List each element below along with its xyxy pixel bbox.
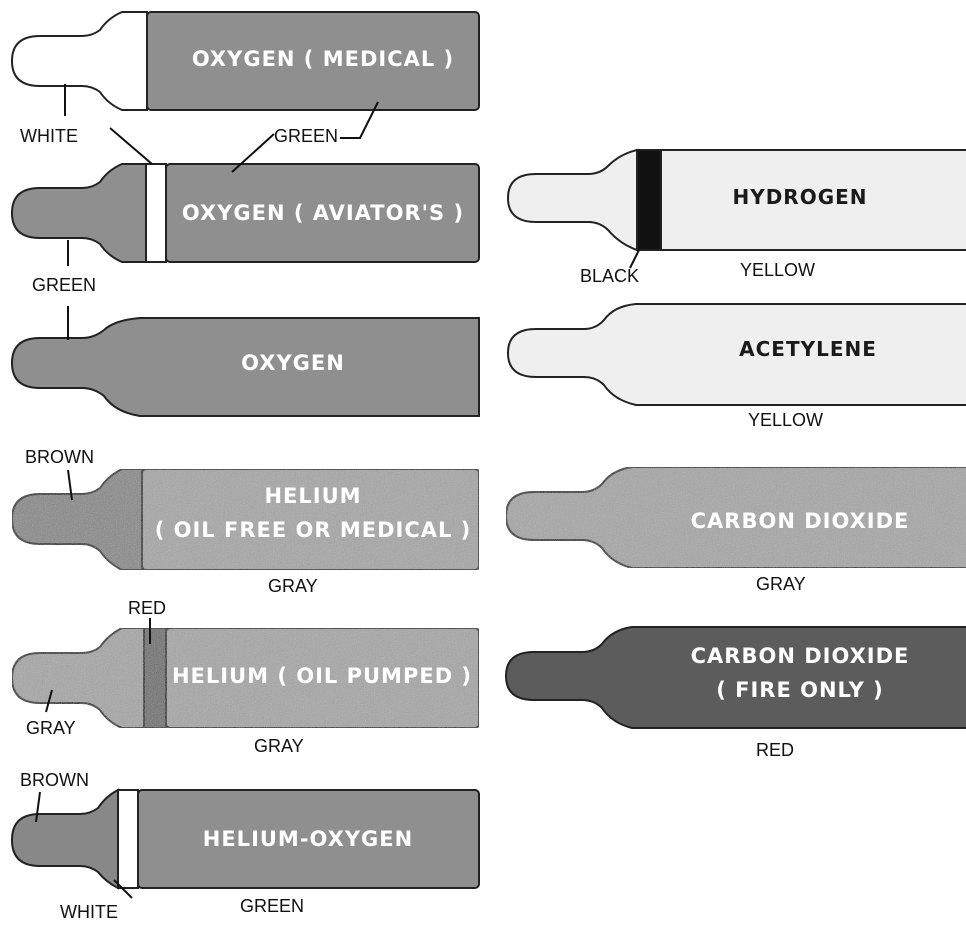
cylinder-body-green bbox=[165, 163, 480, 263]
cylinder-body-yellow bbox=[660, 149, 966, 251]
callout-gray: GRAY bbox=[254, 736, 304, 756]
cylinder-label: OXYGEN ( MEDICAL ) bbox=[192, 47, 454, 71]
leader-line bbox=[35, 791, 41, 823]
leader-line bbox=[67, 469, 73, 501]
cylinder-neck-white bbox=[10, 11, 148, 111]
cylinder-band-white bbox=[117, 789, 139, 889]
cylinder-label: ACETYLENE bbox=[739, 337, 877, 361]
cylinder-label-line1: CARBON DIOXIDE bbox=[691, 644, 910, 668]
callout-green: GREEN bbox=[240, 896, 304, 916]
cylinder-body-red bbox=[504, 626, 966, 729]
leader-line bbox=[629, 247, 641, 269]
cylinder-label: OXYGEN ( AVIATOR'S ) bbox=[182, 201, 464, 225]
cylinder-carbon-dioxide bbox=[504, 466, 966, 569]
cylinder-band-black bbox=[636, 149, 662, 251]
cylinder-helium-medical bbox=[10, 468, 480, 571]
cylinder-label: HELIUM-OXYGEN bbox=[203, 827, 413, 851]
cylinder-acetylene: ACETYLENE bbox=[506, 303, 966, 406]
cylinder-body-gray bbox=[504, 466, 966, 569]
cylinder-body-gray bbox=[141, 468, 480, 571]
cylinder-body-green bbox=[146, 11, 480, 111]
callout-brown: BROWN bbox=[25, 447, 94, 467]
cylinder-band-red bbox=[143, 627, 167, 729]
callout-red: RED bbox=[128, 598, 166, 618]
callout-white: WHITE bbox=[20, 126, 78, 146]
callout-gray: GRAY bbox=[268, 576, 318, 596]
callout-yellow: YELLOW bbox=[748, 410, 823, 430]
cylinder-label-line2: ( FIRE ONLY ) bbox=[716, 678, 884, 702]
cylinder-label: CARBON DIOXIDE bbox=[691, 509, 910, 533]
cylinder-body-green bbox=[137, 789, 480, 889]
leader-line bbox=[231, 133, 275, 173]
callout-green: GREEN bbox=[32, 275, 96, 295]
cylinder-neck-green bbox=[10, 163, 147, 263]
cylinder-helium-oxygen: HELIUM-OXYGEN bbox=[10, 788, 480, 890]
cylinder-hydrogen: HYDROGEN bbox=[506, 148, 966, 252]
cylinder-label: OXYGEN bbox=[241, 351, 345, 375]
cylinder-oxygen-medical: OXYGEN ( MEDICAL ) bbox=[10, 11, 480, 111]
cylinder-body-green bbox=[10, 317, 480, 417]
cylinder-label-line2: ( OIL FREE OR MEDICAL ) bbox=[155, 518, 472, 542]
cylinder-oxygen-aviators: OXYGEN ( AVIATOR'S ) bbox=[10, 163, 480, 263]
callout-red: RED bbox=[756, 740, 794, 760]
cylinder-neck-brown bbox=[10, 788, 119, 890]
callout-yellow: YELLOW bbox=[740, 260, 815, 280]
callout-gray: GRAY bbox=[26, 718, 76, 738]
leader-line bbox=[113, 879, 133, 899]
cylinder-carbon-dioxide-fire: CARBON DIOXIDE ( FIRE ONLY ) bbox=[504, 626, 966, 729]
callout-white: WHITE bbox=[60, 902, 118, 922]
cylinder-label: HELIUM ( OIL PUMPED ) bbox=[172, 664, 472, 688]
cylinder-helium-oil-pumped bbox=[10, 627, 480, 729]
cylinder-label: HYDROGEN bbox=[732, 185, 867, 209]
cylinder-band-white bbox=[145, 163, 167, 263]
callout-green: GREEN bbox=[274, 126, 338, 146]
cylinder-oxygen: OXYGEN bbox=[10, 317, 480, 417]
cylinder-neck-yellow bbox=[506, 148, 638, 252]
cylinder-body-yellow bbox=[506, 303, 966, 406]
cylinder-neck-gray bbox=[10, 627, 145, 729]
leader-line bbox=[340, 101, 379, 139]
callout-brown: BROWN bbox=[20, 770, 89, 790]
cylinder-neck-brown bbox=[10, 468, 143, 571]
callout-black: BLACK bbox=[580, 266, 639, 286]
callout-gray: GRAY bbox=[756, 574, 806, 594]
cylinder-label-line1: HELIUM bbox=[264, 484, 361, 508]
cylinder-body-gray bbox=[165, 627, 480, 729]
leader-line bbox=[109, 127, 153, 165]
leader-line bbox=[45, 689, 53, 713]
